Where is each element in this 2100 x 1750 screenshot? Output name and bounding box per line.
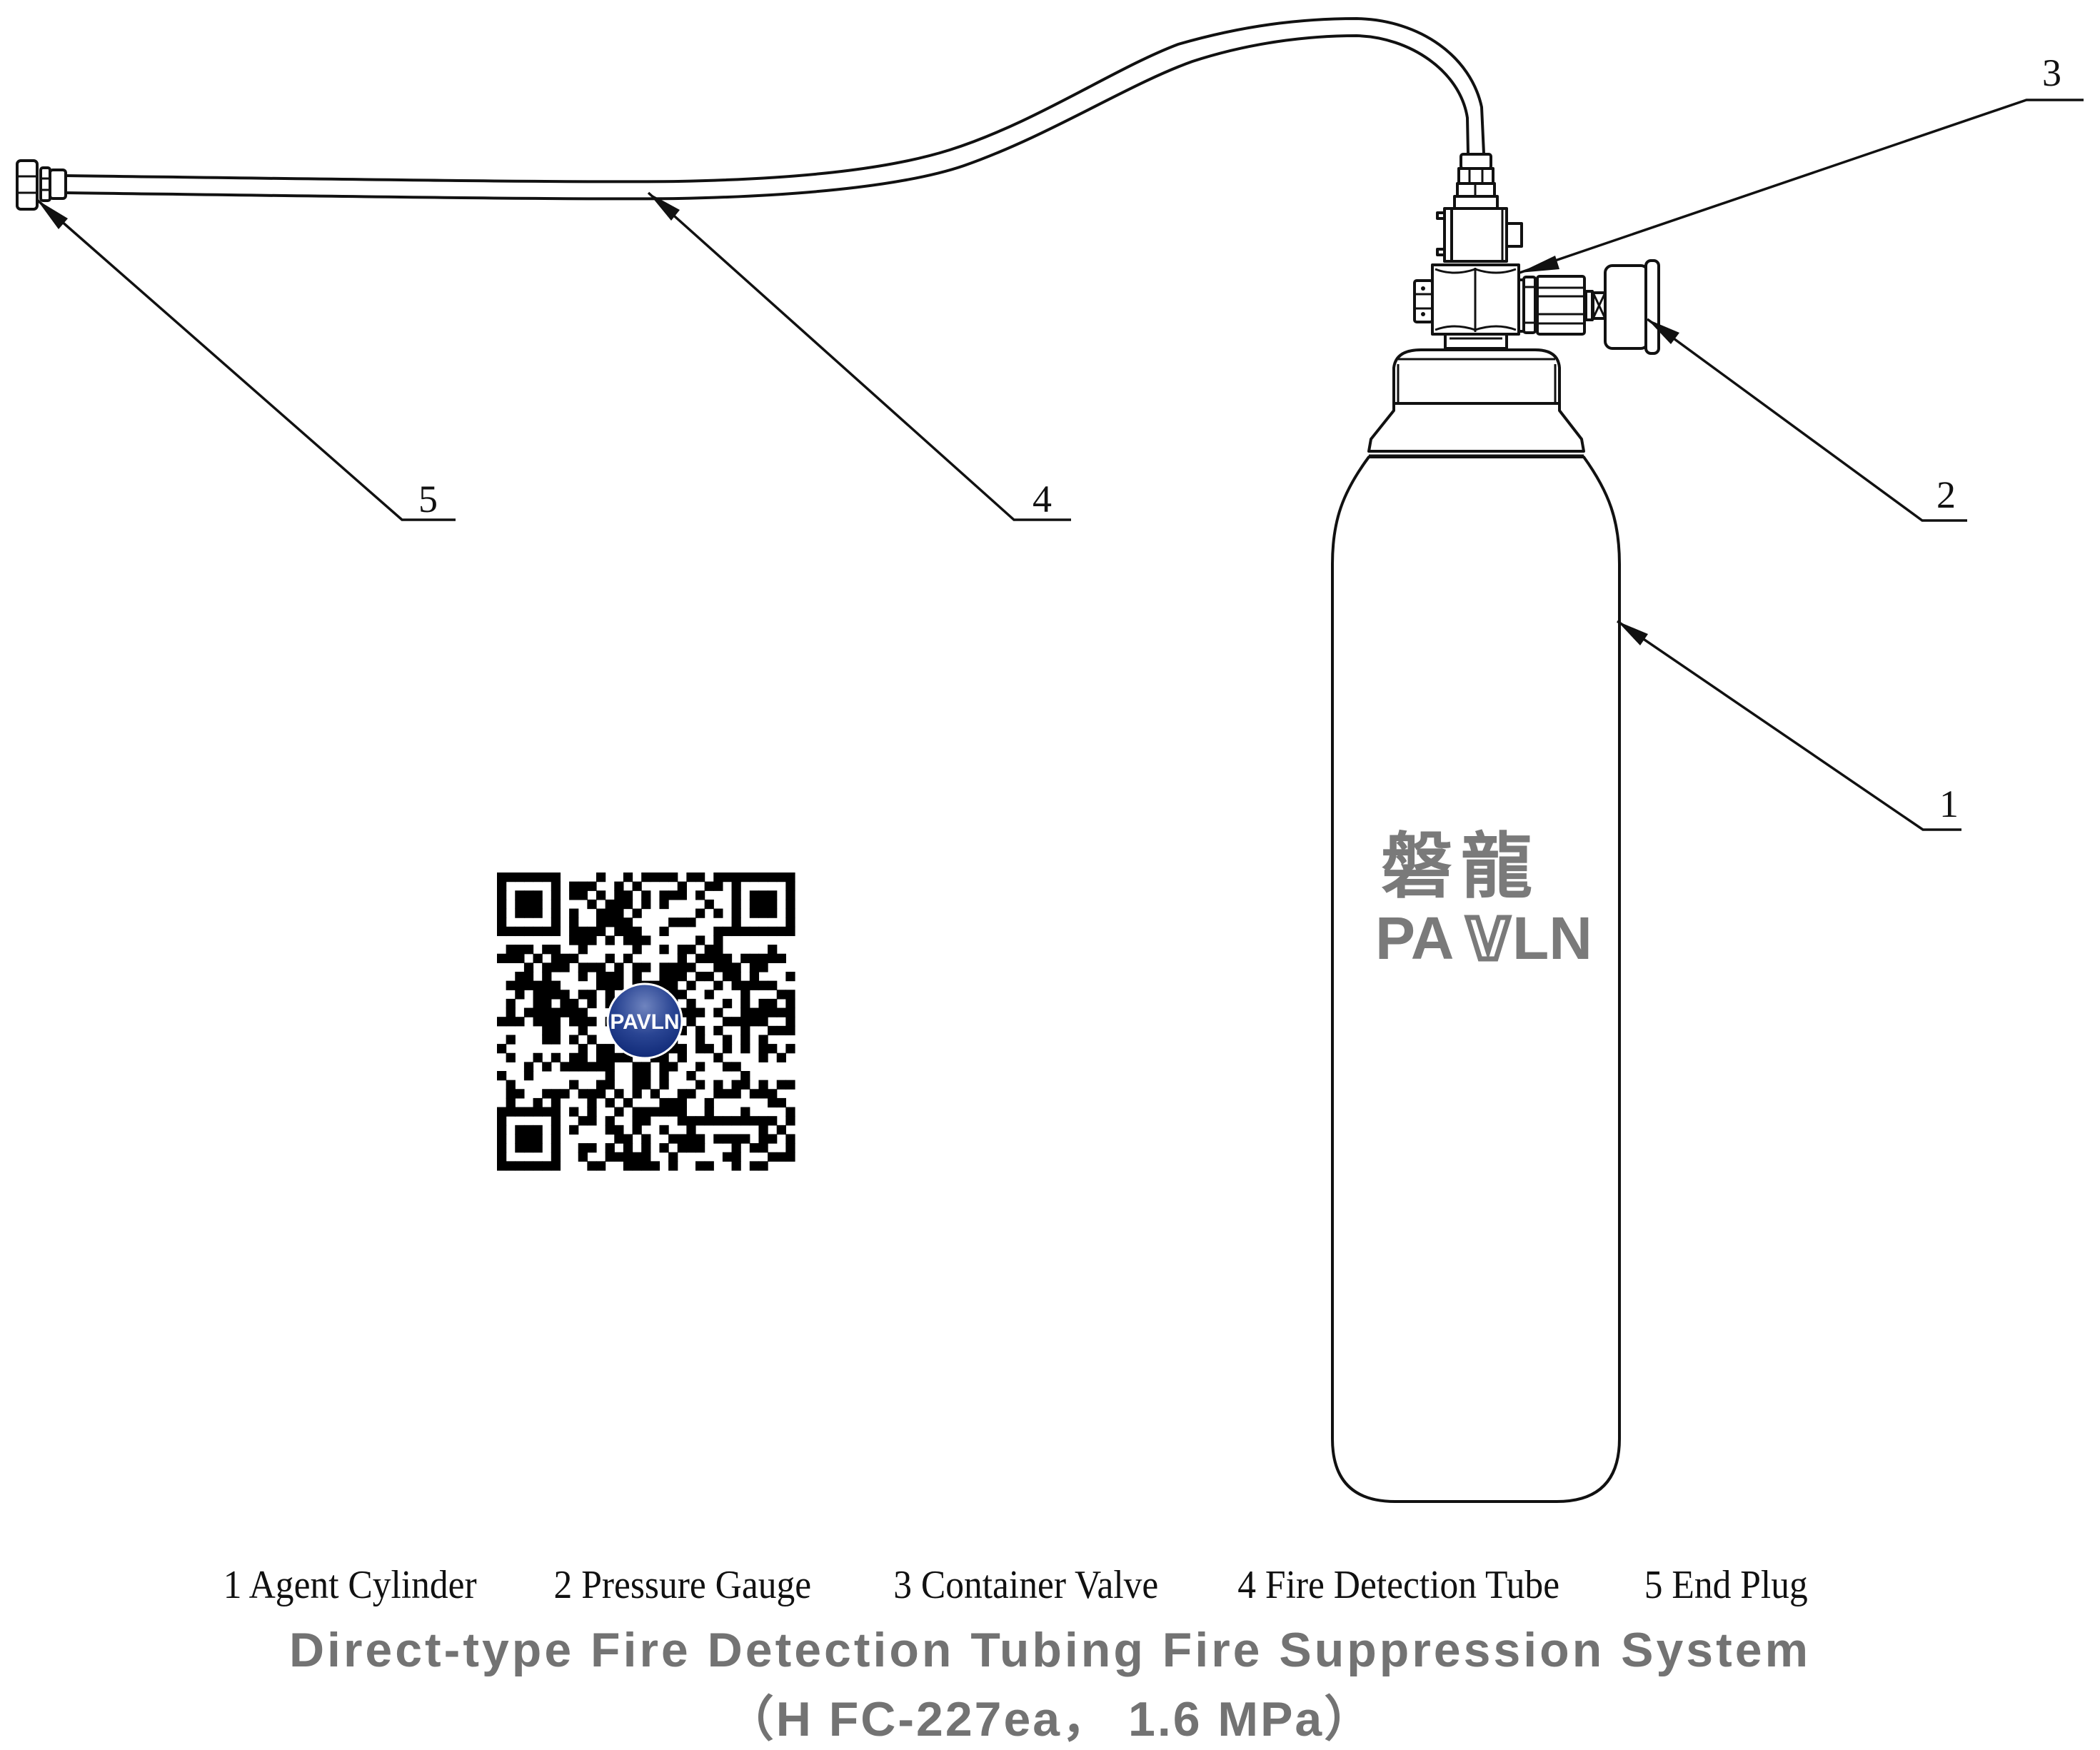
legend-item-fire-detection-tube: 4 Fire Detection Tube [1237, 1563, 1560, 1607]
svg-text:2: 2 [1936, 473, 1956, 516]
legend-item-end-plug: 5 End Plug [1644, 1563, 1808, 1607]
pressure-gauge [1604, 259, 1660, 355]
callout-5: 5 [36, 198, 456, 521]
diagram-subtitle: （H FC-227ea， 1.6 MPa） [725, 1692, 1375, 1746]
svg-text:4: 4 [1033, 478, 1052, 521]
callout-3: 3 [1519, 51, 2084, 274]
callout-1: 1 [1617, 620, 1961, 831]
svg-text:PA: PA [1375, 905, 1454, 972]
fire-detection-tube [64, 17, 1485, 201]
qr-badge-label: PAVLN [610, 1010, 679, 1034]
qr-code[interactable] [497, 873, 795, 1171]
legend-item-pressure-gauge: 2 Pressure Gauge [553, 1563, 812, 1607]
diagram-title: Direct-type Fire Detection Tubing Fire S… [288, 1623, 1812, 1677]
cylinder-logo-chinese: 磐龍 [1381, 825, 1541, 908]
container-valve [1413, 153, 1607, 350]
parts-legend: 1 Agent Cylinder 2 Pressure Gauge 3 Cont… [0, 1562, 1932, 1612]
agent-cylinder: 磐龍 PA LN [1331, 348, 1621, 1503]
callout-4: 4 [647, 191, 1071, 521]
svg-text:5: 5 [418, 478, 438, 521]
end-plug [16, 159, 67, 211]
svg-text:LN: LN [1512, 905, 1592, 972]
svg-text:3: 3 [2042, 51, 2061, 94]
legend-item-container-valve: 3 Container Valve [893, 1563, 1159, 1607]
qr-center-badge: PAVLN [606, 982, 683, 1060]
cylinder-logo-latin: PA LN [1375, 905, 1592, 972]
legend-item-agent-cylinder: 1 Agent Cylinder [223, 1563, 477, 1607]
svg-text:1: 1 [1939, 783, 1959, 825]
callout-2: 2 [1646, 318, 1967, 522]
